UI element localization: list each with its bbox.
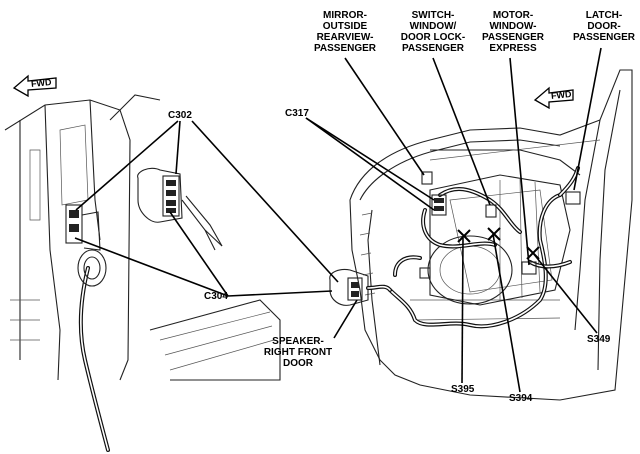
door-outline — [349, 69, 633, 401]
leader-lines — [74, 47, 602, 393]
fwd-label-right: FWD — [550, 88, 572, 102]
door-components — [329, 171, 581, 306]
splice-label-s349: S349 — [587, 334, 611, 345]
component-label-latch: LATCH- DOOR- PASSENGER — [572, 10, 636, 43]
connector-label-c304: C304 — [204, 291, 228, 302]
door-harness — [388, 166, 580, 329]
left-door-pillar — [4, 94, 281, 381]
splice-label-s395: S395 — [451, 384, 475, 395]
connector-label-c302: C302 — [168, 110, 192, 121]
fwd-arrow-left — [12, 74, 57, 98]
fwd-label-left: FWD — [30, 76, 52, 90]
component-label-mirror: MIRROR- OUTSIDE REARVIEW- PASSENGER — [313, 10, 377, 54]
c302-connector-body — [137, 167, 223, 251]
component-label-switch: SWITCH- WINDOW/ DOOR LOCK- PASSENGER — [400, 10, 466, 54]
component-label-motor: MOTOR- WINDOW- PASSENGER EXPRESS — [481, 10, 545, 54]
connector-label-c317: C317 — [285, 108, 309, 119]
fwd-arrow-right — [533, 86, 574, 110]
left-harness — [77, 249, 110, 452]
component-label-speaker: SPEAKER- RIGHT FRONT DOOR — [263, 336, 333, 369]
left-connector-block — [65, 204, 101, 251]
splice-label-s394: S394 — [509, 393, 533, 404]
